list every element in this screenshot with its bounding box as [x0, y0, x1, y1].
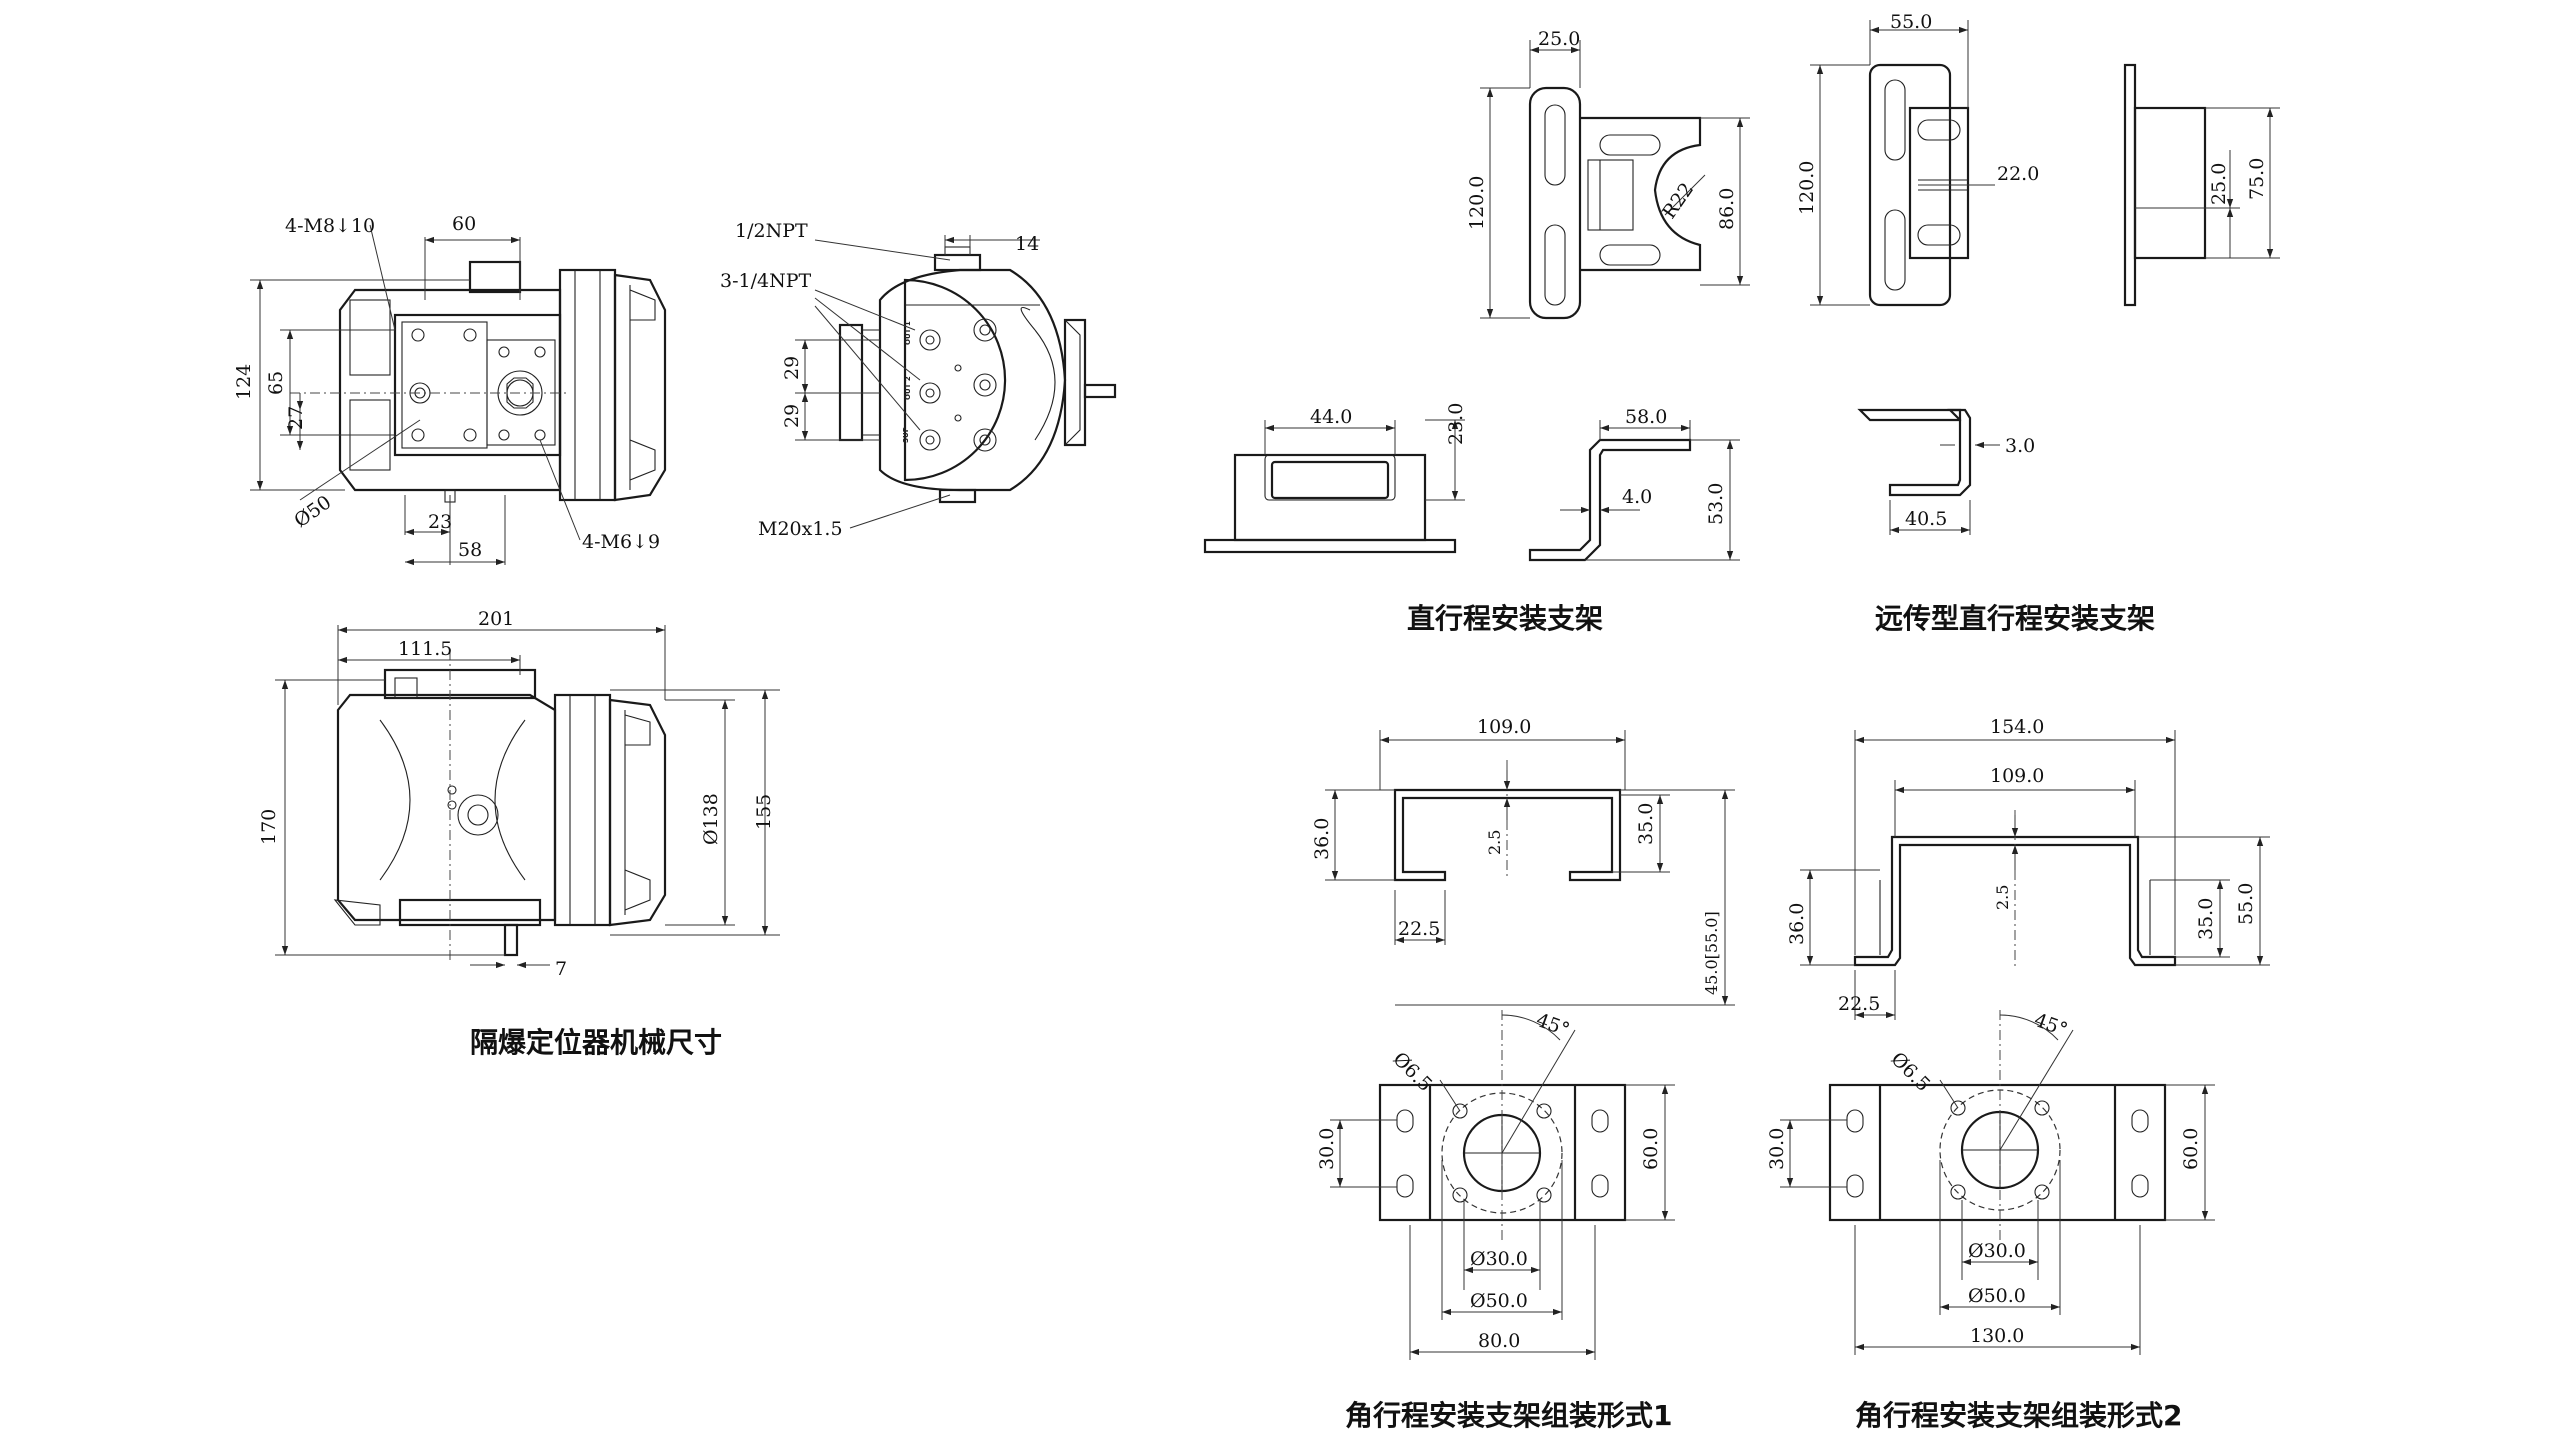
remote-bracket-section-view: 3.0 40.5	[1857, 408, 2035, 535]
dim-44-0: 44.0	[1310, 406, 1352, 428]
dim-4-0: 4.0	[1622, 486, 1652, 508]
dim-45-55-form1: 45.0[55.0]	[1702, 911, 1721, 995]
dim-36-0-form2: 36.0	[1786, 903, 1808, 945]
thread-m8-label: 4-M8↓10	[285, 215, 375, 237]
dim-14: 14	[1015, 233, 1039, 255]
dim-36-0-form1: 36.0	[1311, 818, 1333, 860]
port-sup-label: SUP	[902, 427, 910, 443]
dim-111-5: 111.5	[398, 638, 452, 660]
dim-60-0-form2: 60.0	[2180, 1128, 2202, 1170]
dim-35-0-form1: 35.0	[1635, 803, 1657, 845]
dim-55-0-form2: 55.0	[2235, 883, 2257, 925]
linear-bracket-front-view: 44.0 23.0	[1203, 403, 1467, 554]
dim-dia50-form1: Ø50.0	[1470, 1290, 1528, 1312]
dim-30-0-form2: 30.0	[1766, 1128, 1788, 1170]
dim-58: 58	[458, 539, 482, 561]
dim-dia30-form2: Ø30.0	[1968, 1240, 2026, 1262]
caption-remote-bracket: 远传型直行程安装支架	[1875, 602, 2155, 635]
dim-dia6-5-form2: Ø6.5	[1886, 1048, 1934, 1096]
angular-form1-plan: Ø6.5 45° 30.0 60.0 Ø30.0 Ø50.0 80.0	[1316, 1009, 1675, 1360]
dim-35-0-form2: 35.0	[2195, 898, 2217, 940]
dim-58-0: 58.0	[1625, 406, 1667, 428]
dim-29-upper: 29	[781, 356, 803, 380]
dim-201: 201	[478, 608, 514, 630]
dim-23: 23	[428, 511, 452, 533]
port-out1-label: OUT 1	[904, 321, 912, 345]
dim-7: 7	[555, 958, 567, 980]
angular-form2-plan: Ø6.5 45° 30.0 60.0 Ø30.0 Ø50.0 130.0	[1766, 1009, 2215, 1355]
caption-angular-form1: 角行程安装支架组装形式1	[1345, 1399, 1672, 1432]
dim-22-5-form1: 22.5	[1398, 918, 1440, 940]
dim-60: 60	[452, 213, 476, 235]
caption-linear-bracket: 直行程安装支架	[1407, 602, 1603, 635]
dim-25-0: 25.0	[1538, 28, 1580, 50]
thread-half-npt: 1/2NPT	[735, 220, 808, 242]
linear-bracket-side-view: 58.0 4.0 53.0	[1528, 406, 1740, 562]
dim-dia50-form2: Ø50.0	[1968, 1285, 2026, 1307]
dim-22-5-form2: 22.5	[1838, 993, 1880, 1015]
caption-positioner: 隔爆定位器机械尺寸	[470, 1026, 722, 1059]
dim-53-0: 53.0	[1705, 483, 1727, 525]
dim-155: 155	[753, 794, 775, 830]
dim-30-0-form1: 30.0	[1316, 1128, 1338, 1170]
linear-bracket-top-view: 25.0 120.0 R22 86.0	[1466, 28, 1750, 320]
dim-130-0: 130.0	[1970, 1325, 2024, 1347]
positioner-front-view: 4-M8↓10 60 124 65 27 Ø50 23 58 4-M6↓9	[233, 213, 667, 566]
dim-45deg-form1: 45°	[1533, 1009, 1572, 1041]
dim-25-0-remote: 25.0	[2208, 163, 2230, 205]
dim-124: 124	[233, 364, 255, 400]
port-out2-label: OUT 2	[904, 376, 912, 400]
dim-109-0-form2: 109.0	[1990, 765, 2044, 787]
caption-angular-form2: 角行程安装支架组装形式2	[1855, 1399, 2182, 1432]
remote-bracket-side-view: 25.0 75.0	[2123, 63, 2280, 307]
angular-form1-elevation: 109.0 36.0 2.5 35.0 22.5 45.0[55.0]	[1311, 716, 1735, 1006]
thread-m20: M20x1.5	[758, 518, 843, 540]
dim-120-0-remote: 120.0	[1796, 161, 1818, 215]
dim-27: 27	[285, 406, 307, 430]
dim-154-0: 154.0	[1990, 716, 2044, 738]
remote-bracket-front-view: 55.0 120.0 22.0	[1796, 11, 2039, 307]
dim-22-0: 22.0	[1997, 163, 2039, 185]
dim-dia30-form1: Ø30.0	[1470, 1248, 1528, 1270]
thread-m6-label: 4-M6↓9	[582, 531, 660, 553]
dim-75-0: 75.0	[2246, 158, 2268, 200]
dim-23-0: 23.0	[1445, 403, 1467, 445]
dim-40-5: 40.5	[1905, 508, 1947, 530]
dim-109-0-form1: 109.0	[1477, 716, 1531, 738]
dim-r22: R22	[1658, 179, 1698, 223]
thread-quarter-npt: 3-1/4NPT	[720, 270, 811, 292]
dim-170: 170	[258, 809, 280, 845]
dim-86-0: 86.0	[1716, 188, 1738, 230]
dim-65: 65	[265, 371, 287, 395]
positioner-side-view: SUP OUT 2 OUT 1 1/2NPT 3-1/4NPT 14 29 29…	[720, 220, 1117, 540]
dim-45deg-form2: 45°	[2031, 1009, 2070, 1041]
dim-120-0: 120.0	[1466, 176, 1488, 230]
dim-2-5-form2: 2.5	[1993, 885, 2012, 910]
dim-dia138: Ø138	[700, 793, 722, 845]
dim-2-5-form1: 2.5	[1485, 830, 1504, 855]
positioner-lower-view: 201 111.5 170 Ø138 155 7	[258, 608, 780, 980]
dim-55-0: 55.0	[1890, 11, 1932, 33]
dim-60-0-form1: 60.0	[1640, 1128, 1662, 1170]
dim-3-0: 3.0	[2005, 435, 2035, 457]
dim-80-0-form1: 80.0	[1478, 1330, 1520, 1352]
dim-29-lower: 29	[781, 404, 803, 428]
dim-dia50: Ø50	[290, 491, 335, 532]
angular-form2-elevation: 154.0 109.0 2.5 36.0 35.0 55.0 22.5	[1786, 716, 2270, 1020]
